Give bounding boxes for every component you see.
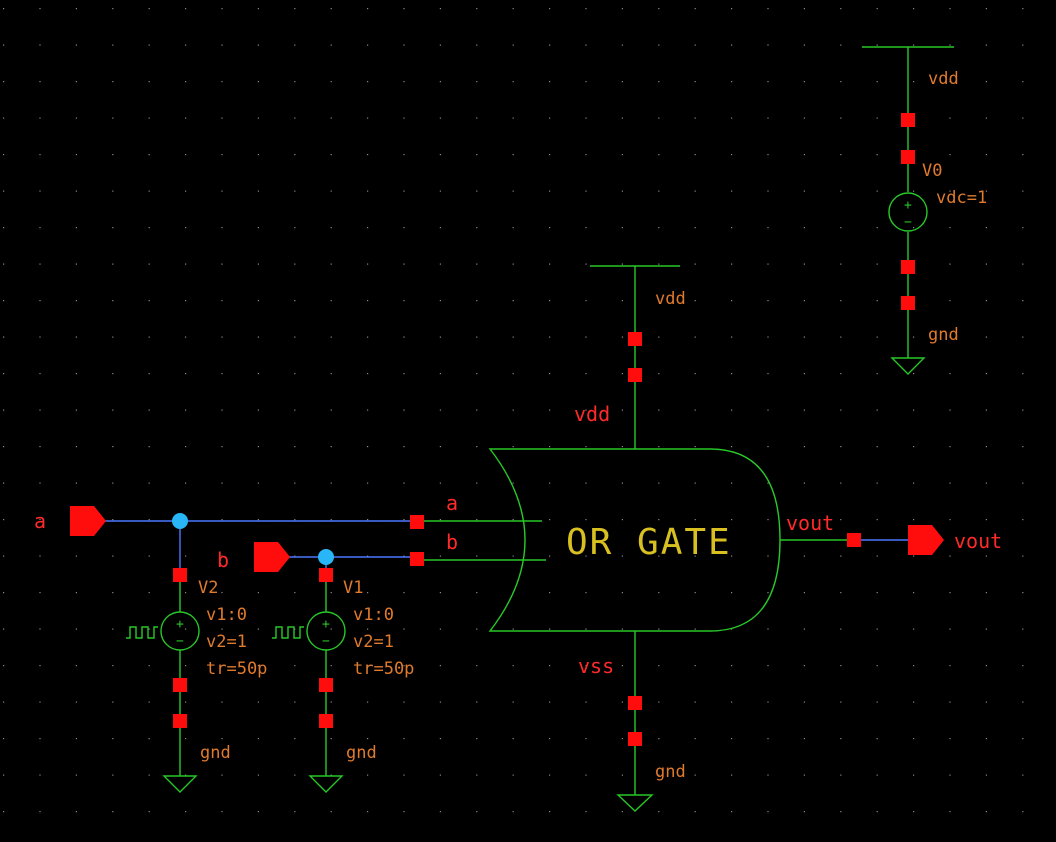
or-gate[interactable]: OR GATE vdd vss a b vout <box>424 402 848 678</box>
port-vout[interactable]: vout <box>908 525 1002 555</box>
gate-pin-a[interactable] <box>410 515 424 529</box>
grid-dots <box>3 8 1024 813</box>
v2-pin-bottom[interactable] <box>173 714 187 728</box>
v2-name: V2 <box>198 578 218 598</box>
port-vout-label: vout <box>954 529 1002 553</box>
v0-pin-plus[interactable] <box>901 150 915 164</box>
v0-dc-source-symbol <box>888 192 928 232</box>
v0-net-top-label: vdd <box>928 69 959 89</box>
or-gate-pin-b-label: b <box>446 530 458 554</box>
or-gate-title: OR GATE <box>566 522 732 563</box>
v2-net-bottom-label: gnd <box>200 743 231 763</box>
v0-name: V0 <box>922 161 942 181</box>
gate-supply: vdd gnd <box>590 265 686 812</box>
gate-vdd-net-label: vdd <box>655 289 686 309</box>
svg-text:+: + <box>176 617 184 632</box>
port-a-label: a <box>34 509 46 533</box>
junction-b[interactable] <box>318 549 334 565</box>
v2-pin-minus[interactable] <box>173 678 187 692</box>
port-a[interactable]: a <box>34 506 106 536</box>
v1-name: V1 <box>343 578 363 598</box>
svg-text:+: + <box>904 198 912 213</box>
v0-ground-symbol <box>890 357 926 375</box>
v2-param1: v1:0 <box>206 605 247 625</box>
gate-pin-out[interactable] <box>847 533 861 547</box>
v1-pin-top[interactable] <box>319 568 333 582</box>
gate-pin-b[interactable] <box>410 552 424 566</box>
or-gate-vss-pin-label: vss <box>578 654 614 678</box>
port-b[interactable]: b <box>217 542 290 572</box>
v2-param3: tr=50p <box>206 659 267 679</box>
svg-text:+: + <box>322 617 330 632</box>
or-gate-vdd-pin-label: vdd <box>574 402 610 426</box>
v0-param: vdc=1 <box>936 188 987 208</box>
input-nets <box>104 513 910 568</box>
gate-gnd-net-label: gnd <box>655 762 686 782</box>
or-gate-pin-a-label: a <box>446 491 458 515</box>
v1-param1: v1:0 <box>353 605 394 625</box>
port-b-label: b <box>217 548 229 572</box>
v2-param2: v2=1 <box>206 632 247 652</box>
v0-net-bottom-label: gnd <box>928 325 959 345</box>
v1-pulse-source-symbol <box>306 611 346 651</box>
v1-pulse-icon <box>272 626 304 639</box>
v0-source[interactable]: + − vdd V0 vdc=1 gnd <box>862 46 987 375</box>
or-gate-out-pin-label: vout <box>786 511 834 535</box>
v2-source[interactable]: + − V2 v1:0 v2=1 tr=50p gnd <box>126 568 267 793</box>
svg-text:−: − <box>322 634 330 649</box>
v1-pin-minus[interactable] <box>319 678 333 692</box>
gate-vdd-pin-b[interactable] <box>628 368 642 382</box>
v2-pulse-source-symbol <box>160 611 200 651</box>
gate-ground-symbol <box>616 794 654 812</box>
or-gate-body <box>488 448 781 632</box>
junction-a[interactable] <box>172 513 188 529</box>
v0-pin-minus[interactable] <box>901 260 915 274</box>
gate-vss-pin-b[interactable] <box>628 732 642 746</box>
v2-pin-top[interactable] <box>173 568 187 582</box>
v1-ground-symbol <box>308 775 344 793</box>
gate-vss-pin-a[interactable] <box>628 696 642 710</box>
v2-ground-symbol <box>162 775 198 793</box>
v1-net-bottom-label: gnd <box>346 743 377 763</box>
v0-pin-top[interactable] <box>901 113 915 127</box>
gate-vdd-pin-a[interactable] <box>628 332 642 346</box>
v1-source[interactable]: + − V1 v1:0 v2=1 tr=50p gnd <box>272 568 414 793</box>
svg-text:−: − <box>176 634 184 649</box>
v0-pin-bottom[interactable] <box>901 296 915 310</box>
v1-param3: tr=50p <box>353 659 414 679</box>
svg-text:−: − <box>904 215 912 230</box>
v1-param2: v2=1 <box>353 632 394 652</box>
v2-pulse-icon <box>126 626 158 639</box>
v1-pin-bottom[interactable] <box>319 714 333 728</box>
